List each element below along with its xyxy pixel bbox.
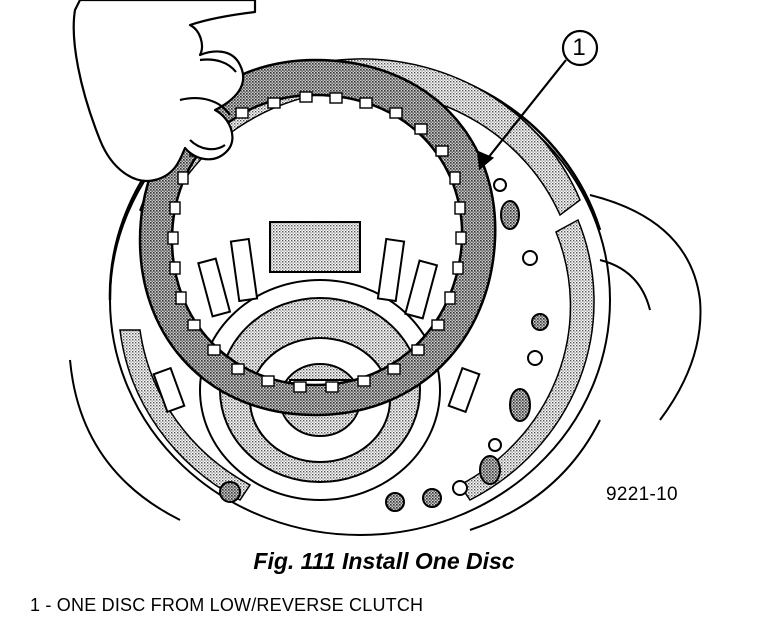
figure-caption: Fig. 111 Install One Disc bbox=[253, 548, 515, 574]
hub-tabs bbox=[152, 221, 481, 414]
legend-item-1: 1 - ONE DISC FROM LOW/REVERSE CLUTCH bbox=[30, 595, 424, 615]
housing-holes bbox=[219, 178, 549, 512]
clutch-installation-illustration bbox=[69, 0, 702, 536]
hand-illustration bbox=[72, 0, 257, 183]
callout-1 bbox=[476, 29, 599, 171]
callout-number: 1 bbox=[572, 34, 586, 61]
figure-reference-id: 9221-10 bbox=[606, 484, 678, 505]
